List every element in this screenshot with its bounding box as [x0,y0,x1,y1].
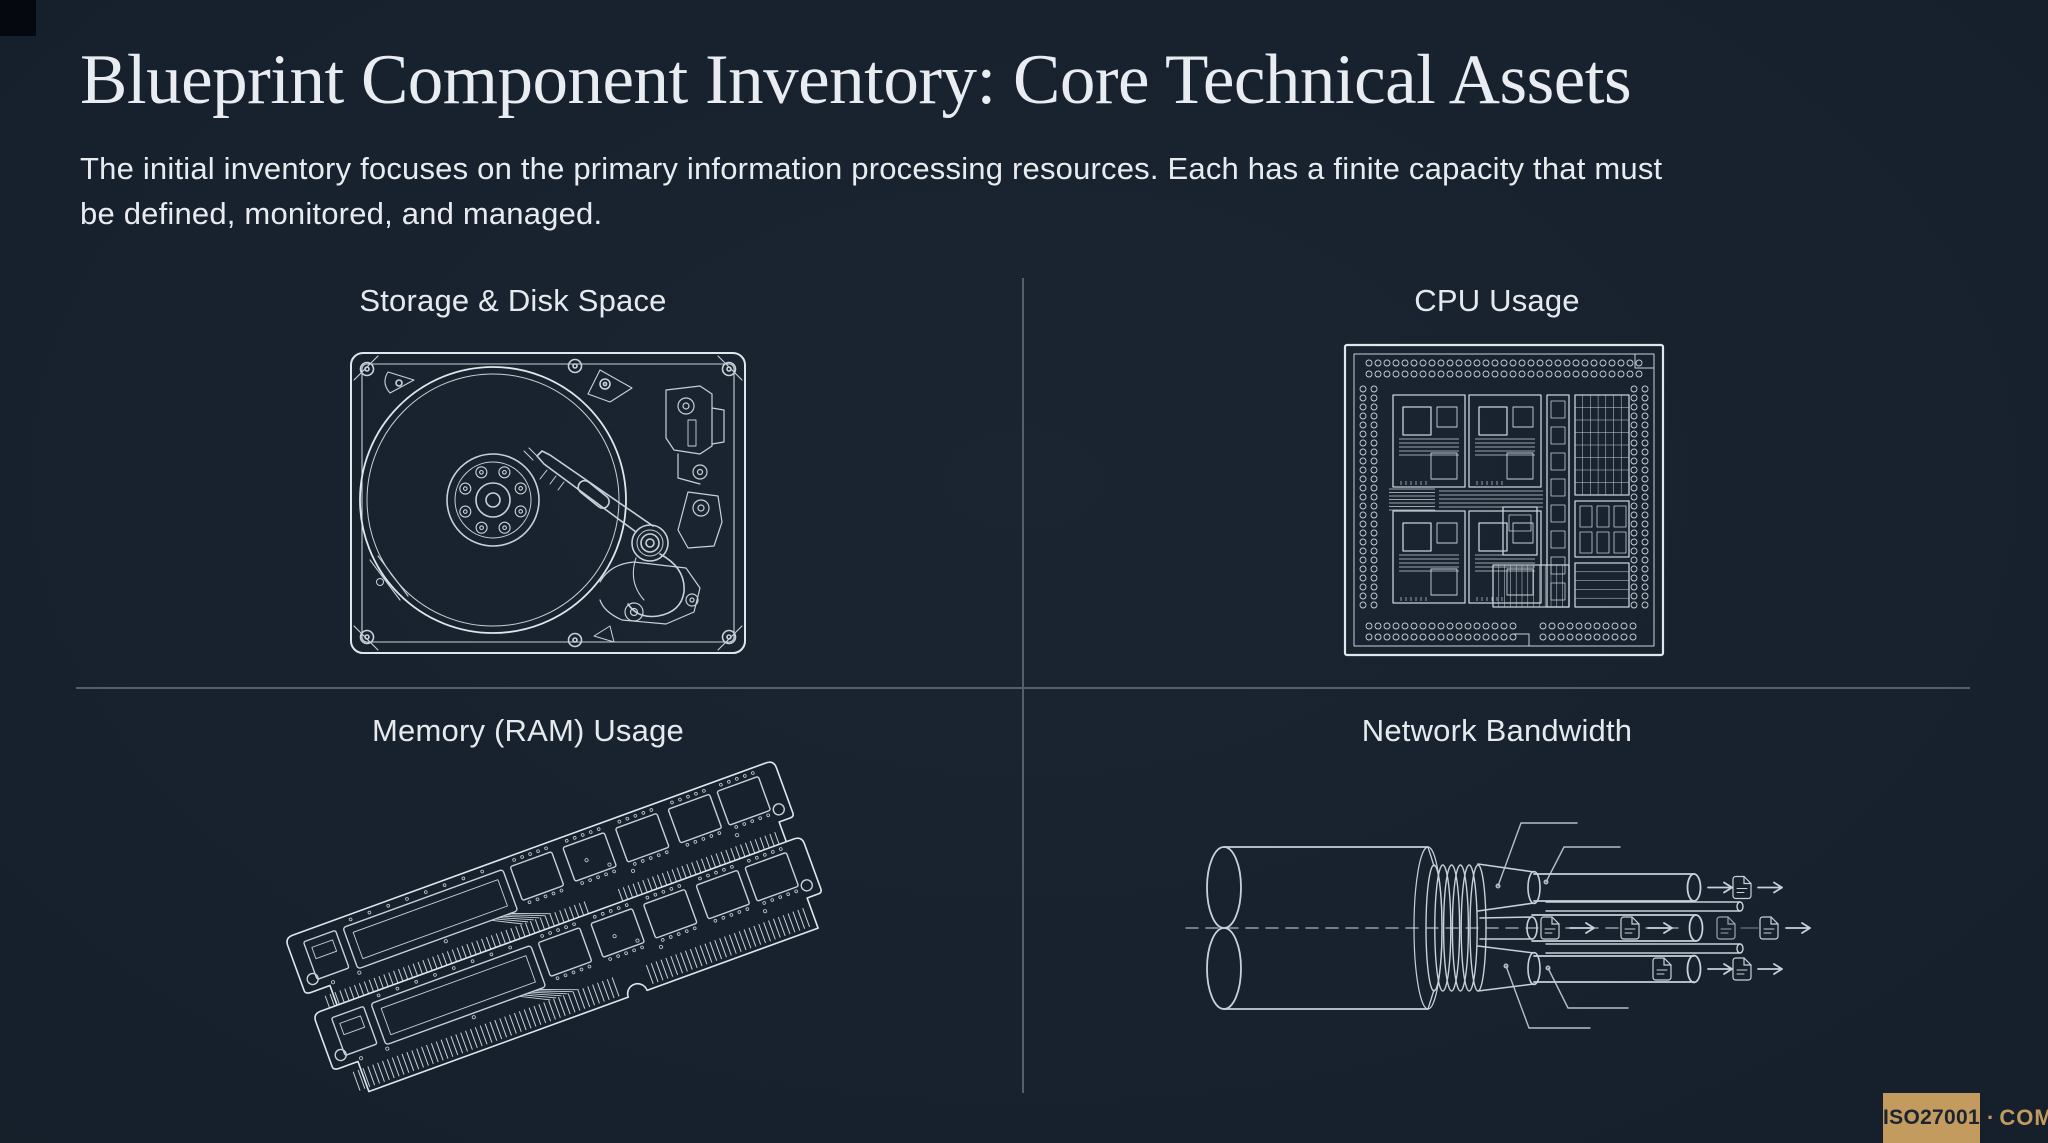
sub-cable-middle [1531,914,1704,942]
page-title: Blueprint Component Inventory: Core Tech… [80,41,1632,119]
quadrant-label-cpu: CPU Usage [1414,283,1580,318]
document-icon [1716,916,1736,940]
document-icon [1540,916,1560,940]
divider-vertical [1022,278,1024,1093]
page-subtitle-line2: be defined, monitored, and managed. [80,196,603,231]
watermark-secondary: COM [1999,1105,2048,1130]
corner-decoration [0,0,36,36]
actuator-arm [523,447,685,618]
inner-sheaths [1477,863,1541,992]
watermark-separator: · [1987,1105,1995,1130]
quadrant-label-storage: Storage & Disk Space [359,283,667,318]
cpu-die-blueprint-icon [1343,343,1665,657]
flow-arrow-icon [1785,922,1811,934]
magnet-assembly [593,491,723,643]
solder-pads [1359,359,1649,641]
sub-cable-top [1533,873,1702,902]
flow-arrow-icon [1569,922,1595,934]
network-cable-blueprint-icon [1185,822,1811,1029]
document-icon [1732,875,1752,900]
head-parking-ramp [665,385,725,485]
page-subtitle: The initial inventory focuses on the pri… [80,146,1662,236]
hard-disk-drive-blueprint-icon [350,352,746,654]
sub-cable-bottom [1533,954,1702,984]
callout-lines [1495,822,1629,1029]
divider-horizontal [76,687,1970,689]
watermark-primary: ISO27001 [1883,1106,1980,1129]
screw-holes [359,358,737,648]
ram-modules-blueprint-icon [284,759,834,1102]
quadrant-label-memory: Memory (RAM) Usage [372,713,684,748]
cable-jacket [1206,846,1443,1010]
data-flow [1540,875,1811,981]
flow-arrow-icon [1757,963,1783,975]
quadrant-label-network: Network Bandwidth [1361,713,1633,748]
flow-arrow-icon [1647,922,1673,934]
die-blocks [1389,394,1630,608]
document-icon [1652,957,1672,981]
flow-arrow-icon [1707,881,1733,894]
watermark-box: ISO27001 [1883,1093,1980,1143]
watermark: ISO27001 · COM [1883,1093,2048,1143]
platter [359,366,627,634]
document-icon [1759,916,1779,940]
document-icon [1620,916,1640,940]
flow-arrow-icon [1707,963,1733,975]
page-subtitle-line1: The initial inventory focuses on the pri… [80,151,1663,186]
thin-wires [1545,901,1744,954]
flow-arrow-icon [1757,881,1783,894]
document-icon [1732,957,1752,981]
cable-braid-collar [1425,864,1487,992]
